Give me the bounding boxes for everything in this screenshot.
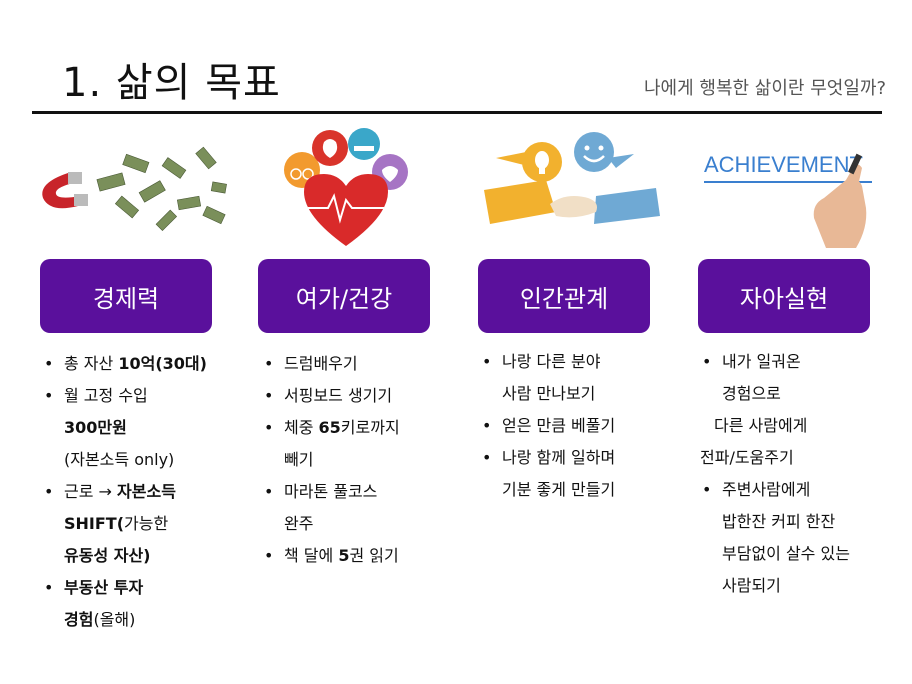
header-divider <box>32 111 882 114</box>
list-item: 나랑 함께 일하며 <box>480 442 615 474</box>
magnet-money-icon <box>42 146 227 232</box>
list-item-continuation: SHIFT(가능한 <box>64 514 169 533</box>
list-item-continuation: (자본소득 only) <box>64 450 175 469</box>
page-subtitle: 나에게 행복한 삶이란 무엇일까? <box>644 78 886 99</box>
list-item: 얻은 만큼 베풀기 <box>480 410 615 442</box>
list-item-continuation: 밥한잔 커피 한잔 <box>722 512 836 531</box>
list-item-continuation: 사람되기 <box>722 576 781 595</box>
list-item-continuation: 기분 좋게 만들기 <box>502 480 616 499</box>
category-economy: 경제력 <box>40 259 212 333</box>
list-item-continuation: 부담없이 살수 있는 <box>722 544 850 563</box>
category-leisure-health: 여가/건강 <box>258 259 430 333</box>
list-item-continuation: 완주 <box>284 514 314 533</box>
list-item: 서핑보드 생기기 <box>262 380 400 412</box>
achievement-hand-icon: ACHIEVEMENT <box>704 152 872 248</box>
list-item-continuation: 300만원 <box>64 418 127 437</box>
heart-health-icon <box>284 128 408 246</box>
page-title: 1. 삶의 목표 <box>62 60 281 106</box>
list-item-continuation: 유동성 자산) <box>64 546 151 565</box>
list-item-continuation: 빼기 <box>284 450 314 469</box>
list-item-continuation: 사람 만나보기 <box>502 384 596 403</box>
relationship-bullets: 나랑 다른 분야 사람 만나보기 얻은 만큼 베풀기 나랑 함께 일하며 기분 … <box>480 346 615 506</box>
leisure-bullets: 드럼배우기 서핑보드 생기기 체중 65키로까지 빼기 마라톤 풀코스 완주 책… <box>262 348 400 572</box>
achievement-text: ACHIEVEMENT <box>704 152 863 177</box>
list-item-continuation: 다른 사람에게 <box>714 416 808 435</box>
handshake-icon <box>484 132 660 224</box>
list-item: 월 고정 수입 <box>42 380 207 412</box>
list-item-continuation: 경험(올해) <box>64 610 136 629</box>
list-item: 근로 → 자본소득 <box>42 476 207 508</box>
list-item-continuation: 전파/도움주기 <box>700 448 794 467</box>
category-relationships: 인간관계 <box>478 259 650 333</box>
economy-bullets: 총 자산 10억(30대) 월 고정 수입 300만원 (자본소득 only) … <box>42 348 207 636</box>
list-item: 부동산 투자 <box>42 572 207 604</box>
list-item: 주변사람에게 <box>700 474 850 506</box>
list-item: 드럼배우기 <box>262 348 400 380</box>
list-item: 내가 일궈온 <box>700 346 850 378</box>
list-item: 총 자산 10억(30대) <box>42 348 207 380</box>
list-item: 체중 65키로까지 <box>262 412 400 444</box>
list-item: 나랑 다른 분야 <box>480 346 615 378</box>
list-item-continuation: 경험으로 <box>722 384 781 403</box>
self-actualization-bullets: 내가 일궈온 경험으로 다른 사람에게 전파/도움주기 주변사람에게 밥한잔 커… <box>700 346 850 602</box>
category-self-actualization: 자아실현 <box>698 259 870 333</box>
list-item: 마라톤 풀코스 <box>262 476 400 508</box>
list-item: 책 달에 5권 읽기 <box>262 540 400 572</box>
